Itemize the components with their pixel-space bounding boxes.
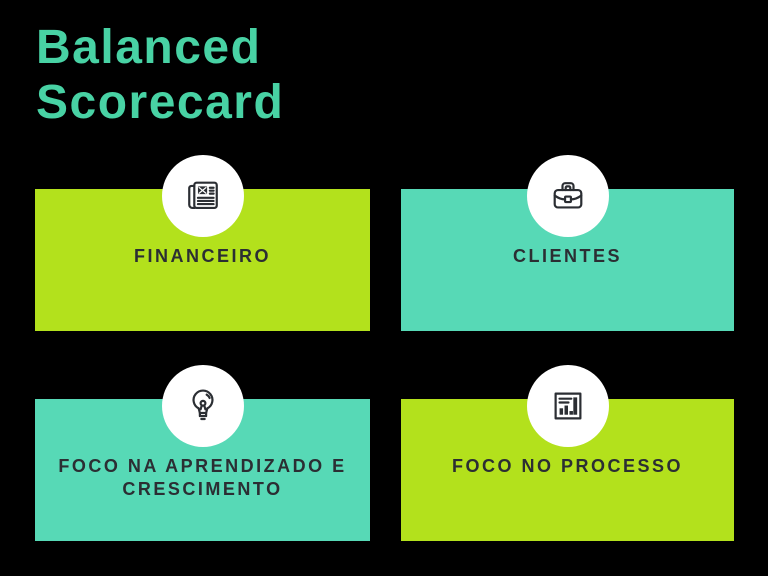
newspaper-icon [187, 181, 218, 210]
card-label: FOCO NO PROCESSO [451, 456, 684, 476]
lightbulb-icon [191, 389, 214, 421]
icon-badge [526, 365, 609, 447]
bar-chart-icon [554, 392, 581, 420]
card-label: CLIENTES [512, 246, 622, 266]
card-clientes: CLIENTES [401, 155, 734, 331]
icon-badge [161, 155, 244, 237]
card-aprendizado-crescimento: FOCO NA APRENDIZADO E CRESCIMENTO [35, 365, 370, 541]
briefcase-icon [553, 182, 582, 209]
icon-badge [161, 365, 244, 447]
card-label: FINANCEIRO [134, 246, 271, 266]
card-label: FOCO NA APRENDIZADO E CRESCIMENTO [58, 456, 347, 499]
card-financeiro: FINANCEIRO [35, 155, 370, 331]
card-processo: FOCO NO PROCESSO [401, 365, 734, 541]
icon-badge [526, 155, 609, 237]
page-title: Balanced Scorecard [36, 21, 285, 129]
